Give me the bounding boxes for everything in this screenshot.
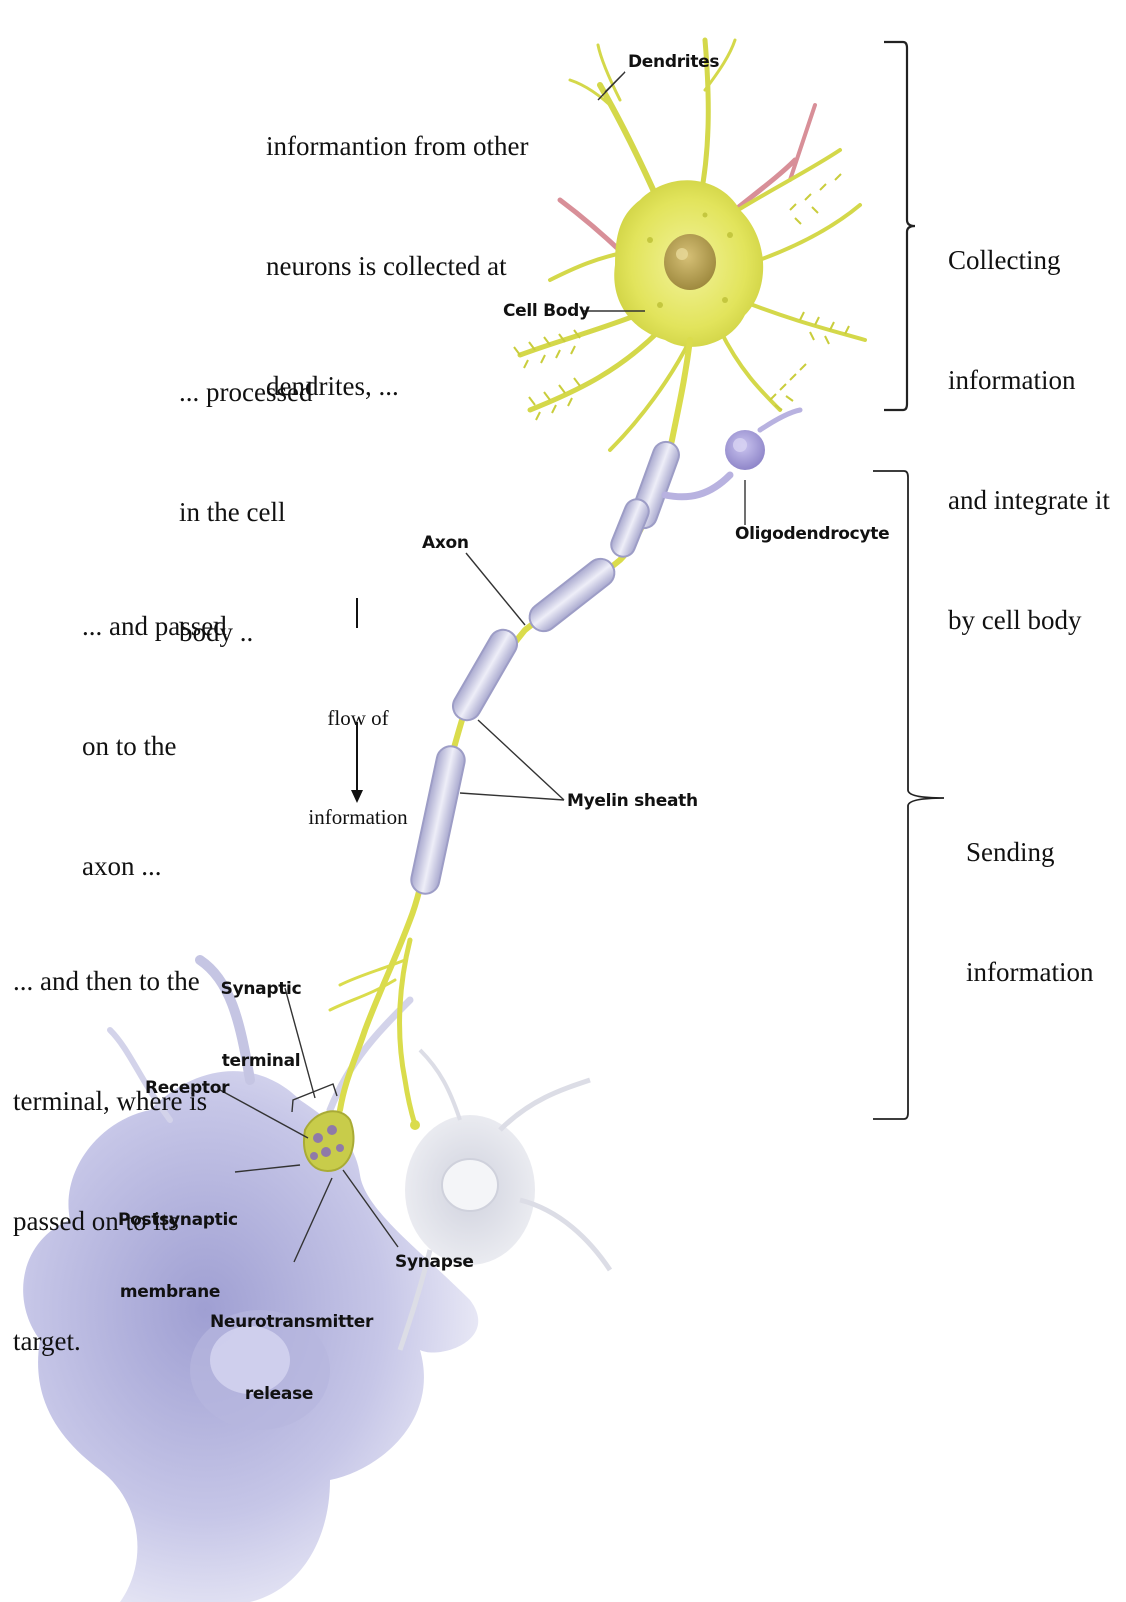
dendrites-label: Dendrites bbox=[628, 50, 719, 74]
receptor-label: Receptor bbox=[145, 1076, 229, 1100]
synaptic-terminal-label: Synaptic terminal bbox=[218, 929, 304, 1097]
annotation-line: and integrate it bbox=[948, 480, 1110, 520]
flow-of-information-label: flow of information bbox=[302, 636, 414, 867]
synapse-label: Synapse bbox=[395, 1250, 474, 1274]
synaptic-terminal bbox=[304, 1111, 353, 1171]
cell-body-label: Cell Body bbox=[503, 299, 590, 323]
annotation-line: information bbox=[966, 952, 1093, 992]
sending-information-label: Sending information bbox=[966, 752, 1093, 1032]
axon-annotation: ... and passed on to the axon ... bbox=[82, 526, 227, 926]
annotation-line: Sending bbox=[966, 832, 1093, 872]
annotation-line: information bbox=[948, 360, 1110, 400]
collecting-bracket bbox=[884, 42, 915, 410]
annotation-line: ... and passed bbox=[82, 606, 227, 646]
annotation-line: on to the bbox=[82, 726, 227, 766]
label-line: Neurotransmitter bbox=[210, 1310, 348, 1334]
label-line: membrane bbox=[118, 1280, 222, 1304]
annotation-line: axon ... bbox=[82, 846, 227, 886]
neurotransmitter-release-label: Neurotransmitter release bbox=[210, 1262, 348, 1430]
label-line: release bbox=[210, 1382, 348, 1406]
annotation-line: informantion from other bbox=[266, 126, 528, 166]
annotation-line: ... and then to the bbox=[13, 961, 207, 1001]
oligodendrocyte bbox=[665, 410, 800, 497]
myelin-sheath-label: Myelin sheath bbox=[567, 789, 698, 813]
collecting-information-label: Collecting information and integrate it … bbox=[948, 160, 1110, 680]
oligodendrocyte-label: Oligodendrocyte bbox=[735, 522, 889, 546]
annotation-line: neurons is collected at bbox=[266, 246, 528, 286]
label-line: Synaptic bbox=[218, 977, 304, 1001]
axon-label: Axon bbox=[422, 531, 469, 555]
label-line: terminal bbox=[218, 1049, 304, 1073]
myelin-sheath-segments bbox=[409, 438, 683, 896]
annotation-line: by cell body bbox=[948, 600, 1110, 640]
annotation-line: information bbox=[302, 801, 414, 834]
annotation-line: ... processed bbox=[179, 372, 312, 412]
label-line: Postsynaptic bbox=[118, 1208, 222, 1232]
sending-bracket bbox=[873, 471, 944, 1119]
postsynaptic-membrane-label: Postsynaptic membrane bbox=[118, 1160, 222, 1328]
annotation-line: flow of bbox=[302, 702, 414, 735]
annotation-line: Collecting bbox=[948, 240, 1110, 280]
